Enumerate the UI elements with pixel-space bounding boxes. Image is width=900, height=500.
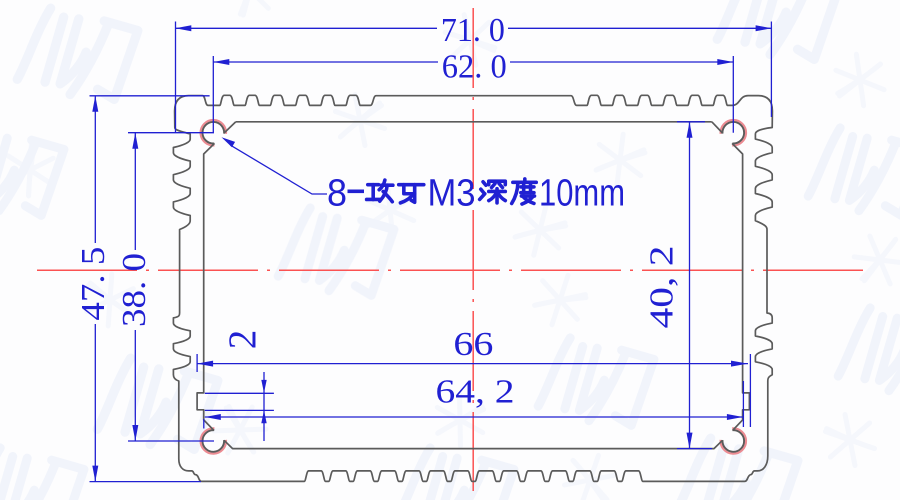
svg-text:10mm: 10mm	[539, 173, 625, 215]
svg-text:64, 2: 64, 2	[436, 374, 515, 411]
svg-text:2: 2	[221, 330, 264, 350]
svg-text:71. 0: 71. 0	[441, 12, 505, 49]
svg-text:40, 2: 40, 2	[644, 246, 681, 329]
svg-text:47. 5: 47. 5	[75, 247, 112, 321]
svg-text:38. 0: 38. 0	[116, 253, 153, 327]
svg-text:66: 66	[453, 326, 493, 363]
svg-text:M3: M3	[428, 173, 476, 215]
svg-text:8: 8	[327, 173, 347, 215]
svg-text:62. 0: 62. 0	[442, 49, 507, 86]
